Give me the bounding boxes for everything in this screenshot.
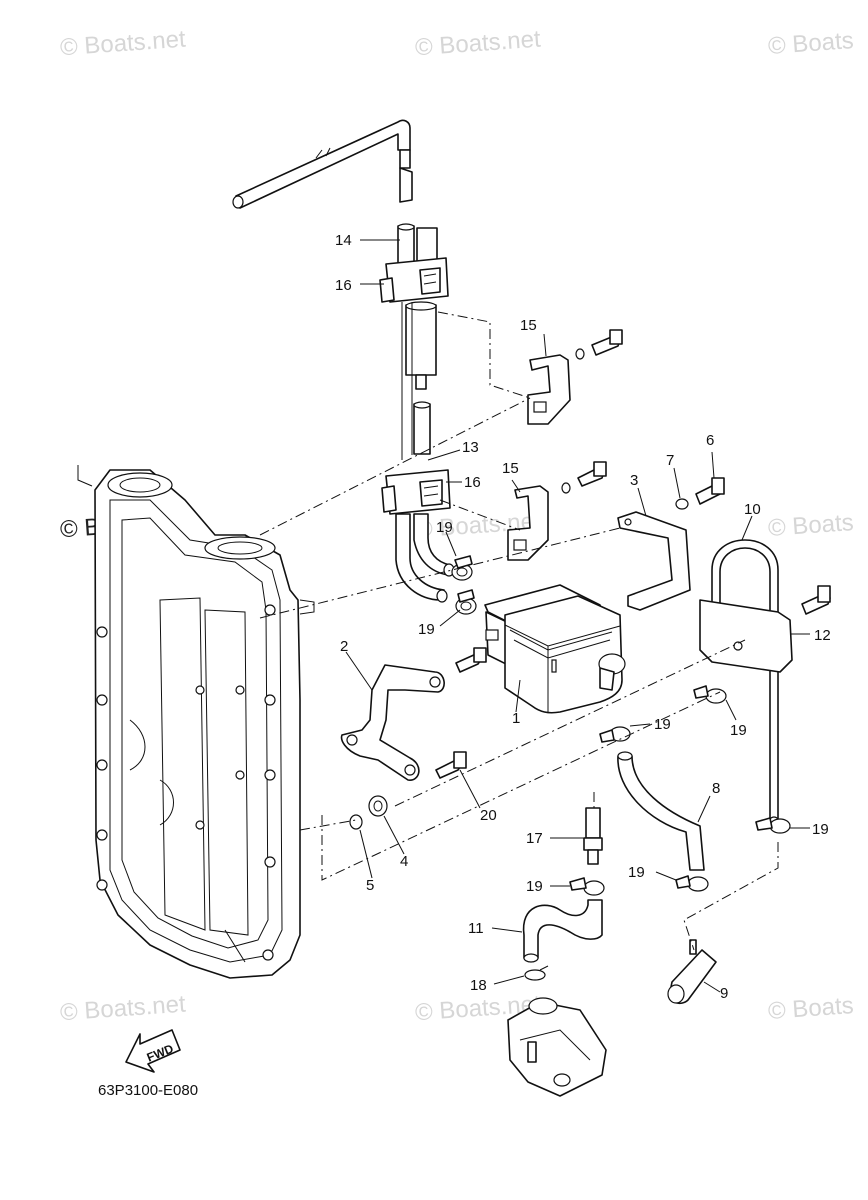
upper-fuel-filter-assembly <box>379 223 449 460</box>
diagram-code: 63P3100-E080 <box>98 1082 199 1099</box>
callout-19: 19 <box>628 864 645 881</box>
callout-19: 19 <box>730 722 747 739</box>
callout-12: 12 <box>814 627 831 644</box>
callout-19: 19 <box>654 716 671 733</box>
callout-13: 13 <box>462 439 479 456</box>
callout-9: 9 <box>720 985 728 1002</box>
hose-clamps-19 <box>569 685 791 896</box>
lower-fuel-filter-assembly <box>381 401 455 603</box>
callout-14: 14 <box>335 232 352 249</box>
bracket-15-upper <box>527 329 623 425</box>
bracket-2 <box>340 647 487 781</box>
callout-7: 7 <box>666 452 674 469</box>
joint-17 <box>583 807 603 865</box>
callout-2: 2 <box>340 638 348 655</box>
leader-lines <box>345 239 810 993</box>
callout-15: 15 <box>520 317 537 334</box>
grommet-4 <box>368 795 388 817</box>
collar-5 <box>349 814 363 830</box>
cylinder-block-cover <box>77 465 315 979</box>
callout-15: 15 <box>502 460 519 477</box>
callout-19: 19 <box>436 519 453 536</box>
fitting-18 <box>524 965 549 981</box>
callout-19: 19 <box>418 621 435 638</box>
bracket-15-lower <box>507 461 607 561</box>
clamp-12 <box>699 585 831 673</box>
hose-8 <box>617 751 705 871</box>
callout-1: 1 <box>512 710 520 727</box>
hose-clamp-19 <box>451 555 477 615</box>
top-fuel-hose <box>232 119 413 209</box>
bracket-3 <box>617 477 725 611</box>
callout-18: 18 <box>470 977 487 994</box>
callout-5: 5 <box>366 877 374 894</box>
callout-11: 11 <box>468 920 484 937</box>
callout-8: 8 <box>712 780 720 797</box>
callout-3: 3 <box>630 472 638 489</box>
reference-lines <box>259 311 779 951</box>
thermostat-cover <box>507 997 607 1097</box>
bolt-20 <box>435 751 467 779</box>
hose-10 <box>711 539 779 824</box>
callout-17: 17 <box>526 830 543 847</box>
sensor-9 <box>667 939 717 1005</box>
callout-6: 6 <box>706 432 714 449</box>
callout-10: 10 <box>744 501 761 518</box>
callout-16: 16 <box>464 474 481 491</box>
callout-16: 16 <box>335 277 352 294</box>
callout-19: 19 <box>812 821 829 838</box>
hose-11 <box>522 899 603 963</box>
fwd-arrow-icon: FWD <box>125 1029 181 1073</box>
callout-20: 20 <box>480 807 497 824</box>
callout-19: 19 <box>526 878 543 895</box>
vapor-separator-canister <box>484 584 626 714</box>
callout-4: 4 <box>400 853 408 870</box>
